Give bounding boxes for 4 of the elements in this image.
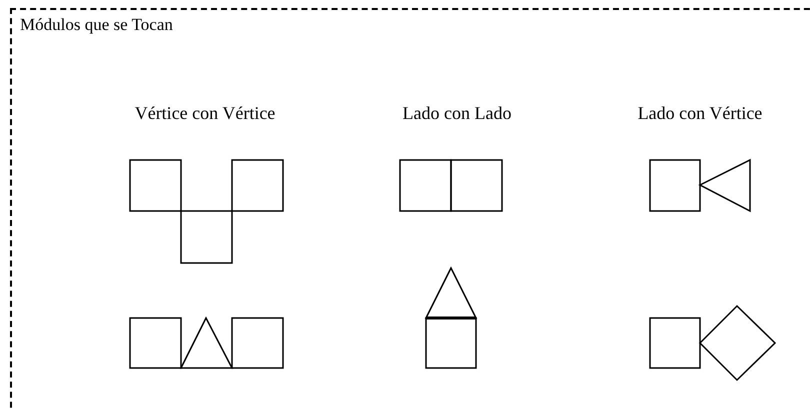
column-heading: Vértice con Vértice <box>134 102 276 125</box>
title: Módulos que se Tocan <box>20 14 173 36</box>
column-heading: Lado con Lado <box>402 102 512 125</box>
column-heading: Lado con Vértice <box>638 102 762 125</box>
